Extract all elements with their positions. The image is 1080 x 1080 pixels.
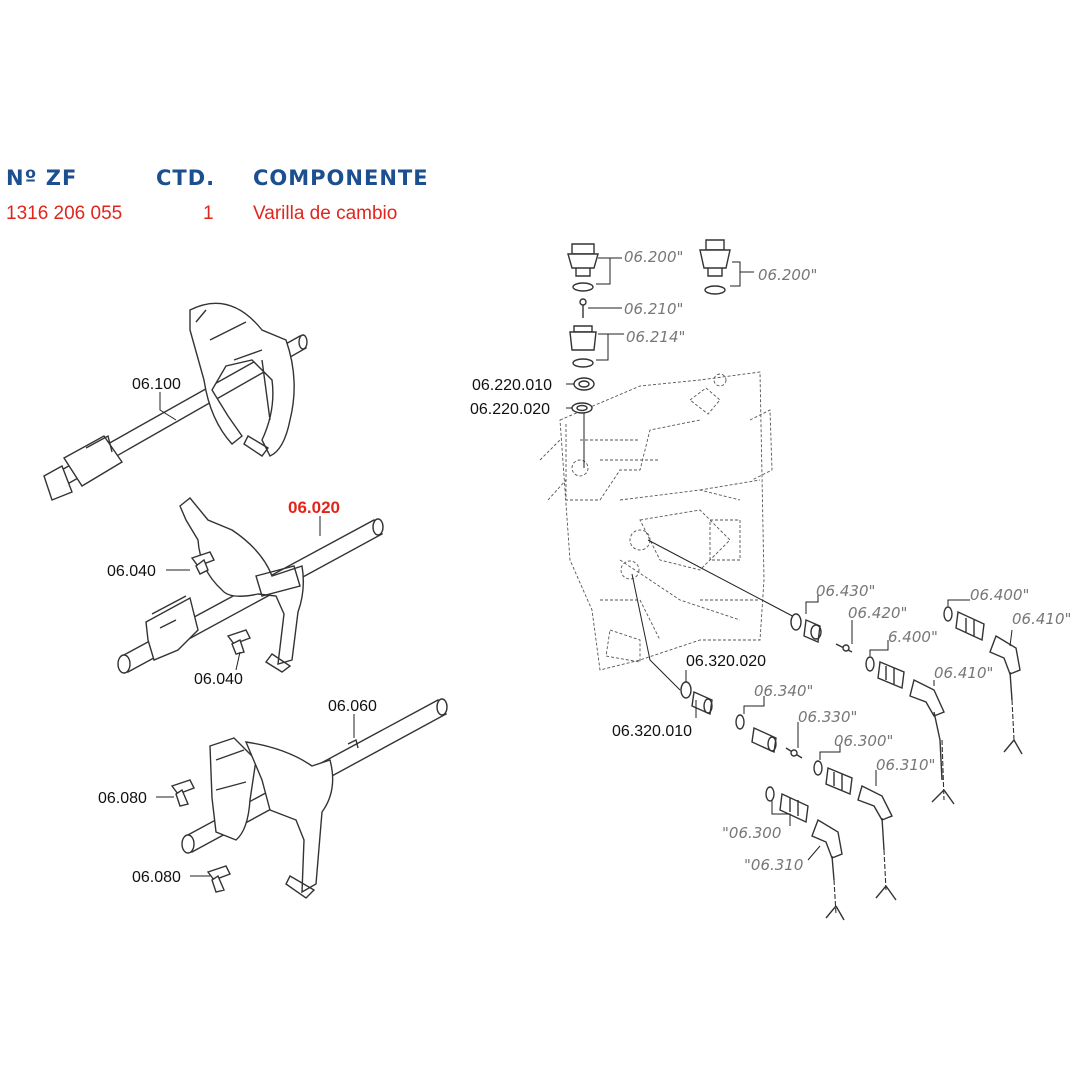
- plug-06-340: [735, 714, 777, 754]
- cell-part-no: 1316 206 055: [6, 203, 123, 224]
- label-06-020: 06.020: [288, 498, 340, 517]
- label-06-080-upper: 06.080: [98, 790, 147, 807]
- cell-component: Varilla de cambio: [253, 203, 398, 224]
- label-06-320-020: 06.320.020: [686, 653, 766, 670]
- plug-06-214: [569, 325, 597, 368]
- label-06-220-020: 06.220.020: [470, 401, 550, 418]
- label-06-420: 06.420": [848, 604, 907, 622]
- label-06-210: 06.210": [624, 300, 683, 318]
- label-06-320-010: 06.320.010: [612, 723, 692, 740]
- connector-06-310-mid: [857, 784, 897, 901]
- label-06-040-lower: 06.040: [194, 671, 243, 688]
- label-06-214: 06.214": [626, 328, 685, 346]
- label-06-400: 06.400": [970, 586, 1029, 604]
- label-06-200-left: 06.200": [624, 248, 683, 266]
- label-06-410-right: 06.410": [1012, 610, 1071, 628]
- label-06-310-bottom: "06.310: [744, 856, 803, 874]
- cell-qty: 1: [203, 203, 214, 224]
- switch-06-300-bottom: [765, 786, 809, 824]
- connector-06-410-right: [989, 634, 1023, 755]
- label-06-330: 06.330": [798, 708, 857, 726]
- switch-06-400-mid: [865, 656, 905, 690]
- label-06-060: 06.060: [328, 698, 377, 715]
- connector-06-410-mid: [909, 678, 955, 805]
- sensor-06-200-left: [567, 243, 599, 292]
- sensor-06-200-right: [699, 239, 731, 295]
- label-06-100: 06.100: [132, 376, 181, 393]
- label-06-300-bottom: "06.300: [722, 824, 781, 842]
- plug-06-220: [571, 377, 595, 414]
- plug-06-320-010: [691, 690, 713, 716]
- header-qty: CTD.: [156, 166, 216, 190]
- shift-rod-06-060: [181, 698, 448, 899]
- pin-06-330: [785, 747, 803, 759]
- pin-06-080-lower: [206, 865, 231, 893]
- label-6-400: 6.400": [888, 628, 938, 646]
- switch-06-300-mid: [813, 760, 853, 796]
- label-06-410-mid: 06.410": [934, 664, 993, 682]
- pin-06-040-lower: [226, 629, 251, 655]
- shift-rod-06-100: [43, 302, 308, 501]
- pin-06-420: [835, 643, 853, 653]
- ball-06-210: [579, 298, 587, 318]
- leader-lines: [156, 257, 1013, 877]
- label-06-080-lower: 06.080: [132, 869, 181, 886]
- pin-06-080-upper: [170, 779, 195, 807]
- seal-06-430: [790, 613, 822, 644]
- label-06-220-010: 06.220.010: [472, 377, 552, 394]
- pin-06-040-upper: [190, 551, 215, 575]
- label-06-340: 06.340": [754, 682, 813, 700]
- label-06-300-mid: 06.300": [834, 732, 893, 750]
- label-06-430: 06.430": [816, 582, 875, 600]
- label-06-200-right: 06.200": [758, 266, 817, 284]
- connector-06-310-bottom: [811, 818, 845, 921]
- header-part-no: Nº ZF: [6, 166, 78, 190]
- label-06-040-upper: 06.040: [107, 563, 156, 580]
- shift-rod-06-020: [117, 497, 384, 674]
- switch-06-400-right: [943, 606, 985, 642]
- header-component: COMPONENTE: [253, 166, 429, 190]
- label-06-310-mid: 06.310": [876, 756, 935, 774]
- transmission-housing: [539, 371, 773, 671]
- ring-06-320-020: [680, 681, 692, 699]
